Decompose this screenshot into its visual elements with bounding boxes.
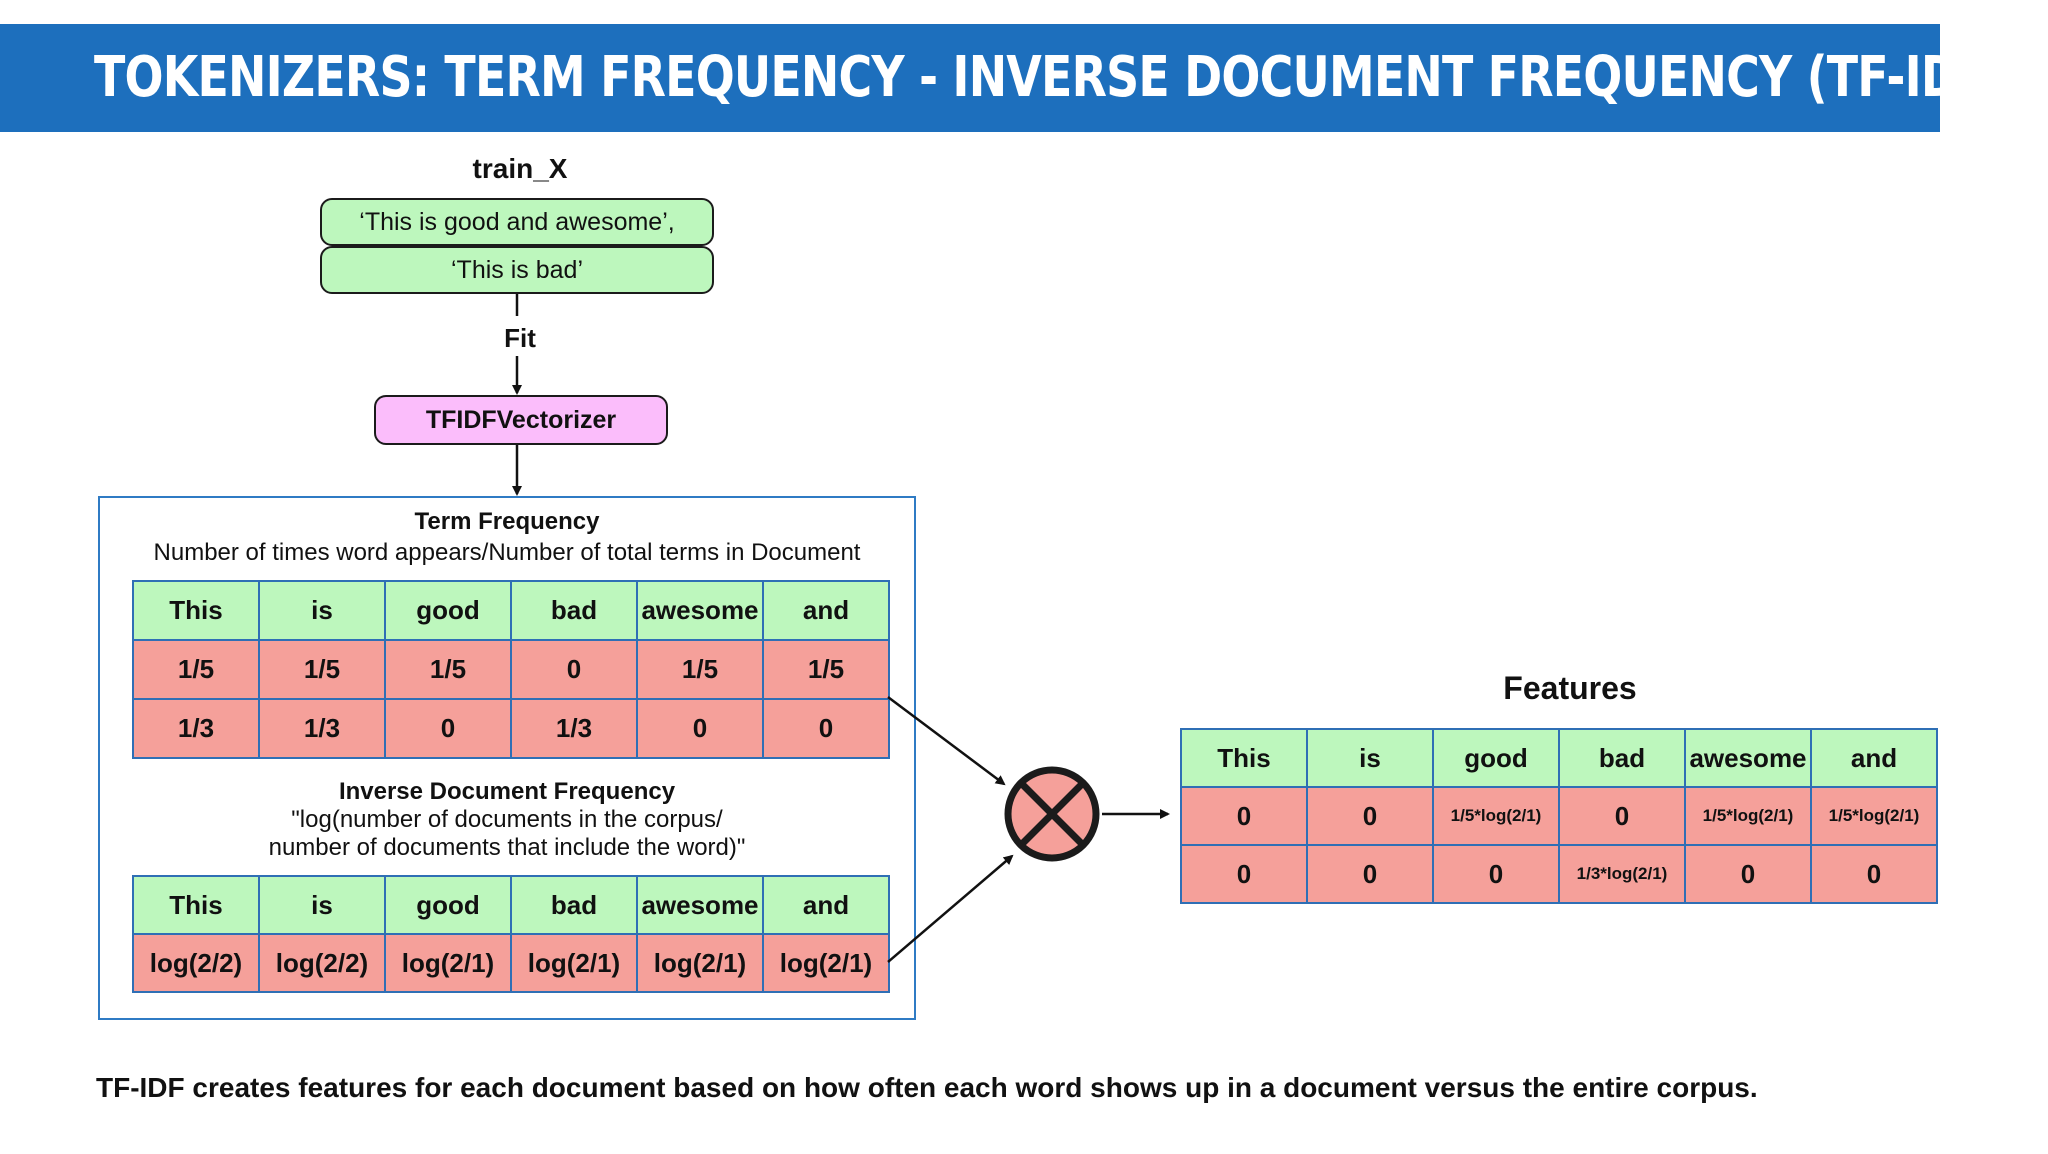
features-cell: 1/5*log(2/1) bbox=[1684, 786, 1812, 846]
features-header-cell: good bbox=[1432, 728, 1560, 788]
tf-cell: 1/5 bbox=[384, 639, 512, 700]
features-cell: 1/5*log(2/1) bbox=[1432, 786, 1560, 846]
tf-row: 1/5 1/5 1/5 0 1/5 1/5 bbox=[132, 639, 890, 700]
features-row: 0 0 0 1/3*log(2/1) 0 0 bbox=[1180, 844, 1938, 904]
tf-row: 1/3 1/3 0 1/3 0 0 bbox=[132, 698, 890, 759]
idf-cell: log(2/1) bbox=[510, 933, 638, 993]
features-header-cell: This bbox=[1180, 728, 1308, 788]
tf-cell: 1/5 bbox=[762, 639, 890, 700]
circled-times-icon bbox=[1004, 766, 1100, 862]
tf-cell: 0 bbox=[384, 698, 512, 759]
idf-title: Inverse Document Frequency bbox=[338, 778, 676, 805]
idf-formula-line-1: "log(number of documents in the corpus/ bbox=[291, 806, 723, 833]
idf-header-cell: awesome bbox=[636, 875, 764, 935]
title-bar: TOKENIZERS: TERM FREQUENCY - INVERSE DOC… bbox=[0, 24, 2010, 132]
idf-formula-line-2: number of documents that include the wor… bbox=[268, 834, 746, 861]
fit-label: Fit bbox=[504, 323, 536, 353]
tf-cell: 1/3 bbox=[132, 698, 260, 759]
features-row: 0 0 1/5*log(2/1) 0 1/5*log(2/1) 1/5*log(… bbox=[1180, 786, 1938, 846]
features-cell: 0 bbox=[1306, 786, 1434, 846]
tf-header-cell: and bbox=[762, 580, 890, 641]
page-title: TOKENIZERS: TERM FREQUENCY - INVERSE DOC… bbox=[94, 45, 2010, 110]
train-x-label: train_X bbox=[472, 153, 568, 184]
tf-cell: 1/3 bbox=[258, 698, 386, 759]
idf-header-cell: good bbox=[384, 875, 512, 935]
tf-description: Number of times word appears/Number of t… bbox=[153, 539, 861, 566]
tf-cell: 1/5 bbox=[132, 639, 260, 700]
features-table: This is good bad awesome and 0 0 1/5*log… bbox=[1180, 728, 1938, 904]
tf-cell: 1/5 bbox=[258, 639, 386, 700]
idf-cell: log(2/2) bbox=[258, 933, 386, 993]
features-cell: 0 bbox=[1180, 786, 1308, 846]
tf-table: This is good bad awesome and 1/5 1/5 1/5… bbox=[132, 580, 890, 759]
features-header-row: This is good bad awesome and bbox=[1180, 728, 1938, 788]
features-cell: 0 bbox=[1306, 844, 1434, 904]
idf-cell: log(2/1) bbox=[636, 933, 764, 993]
tf-cell: 1/5 bbox=[636, 639, 764, 700]
tf-header-cell: good bbox=[384, 580, 512, 641]
tf-cell: 0 bbox=[510, 639, 638, 700]
idf-cell: log(2/2) bbox=[132, 933, 260, 993]
tf-header-cell: awesome bbox=[636, 580, 764, 641]
features-cell: 1/5*log(2/1) bbox=[1810, 786, 1938, 846]
idf-cell: log(2/1) bbox=[384, 933, 512, 993]
idf-header-cell: bad bbox=[510, 875, 638, 935]
features-cell: 0 bbox=[1180, 844, 1308, 904]
idf-table: This is good bad awesome and log(2/2) lo… bbox=[132, 875, 890, 993]
tf-cell: 0 bbox=[636, 698, 764, 759]
features-header-cell: is bbox=[1306, 728, 1434, 788]
idf-row: log(2/2) log(2/2) log(2/1) log(2/1) log(… bbox=[132, 933, 890, 993]
tf-title: Term Frequency bbox=[414, 508, 600, 535]
tf-cell: 0 bbox=[762, 698, 890, 759]
features-header-cell: bad bbox=[1558, 728, 1686, 788]
idf-header-cell: and bbox=[762, 875, 890, 935]
tf-cell: 1/3 bbox=[510, 698, 638, 759]
idf-header-cell: This bbox=[132, 875, 260, 935]
idf-header-cell: is bbox=[258, 875, 386, 935]
tfidf-vectorizer-box: TFIDFVectorizer bbox=[374, 395, 668, 445]
features-cell: 0 bbox=[1558, 786, 1686, 846]
train-doc-1: ‘This is good and awesome’, bbox=[320, 198, 714, 246]
features-cell: 0 bbox=[1810, 844, 1938, 904]
tf-header-cell: is bbox=[258, 580, 386, 641]
tf-header-cell: bad bbox=[510, 580, 638, 641]
features-header-cell: and bbox=[1810, 728, 1938, 788]
caption: TF-IDF creates features for each documen… bbox=[96, 1072, 1758, 1103]
idf-header-row: This is good bad awesome and bbox=[132, 875, 890, 935]
features-cell: 0 bbox=[1432, 844, 1560, 904]
features-cell: 1/3*log(2/1) bbox=[1558, 844, 1686, 904]
features-cell: 0 bbox=[1684, 844, 1812, 904]
train-doc-2: ‘This is bad’ bbox=[320, 246, 714, 294]
tf-header-row: This is good bad awesome and bbox=[132, 580, 890, 641]
features-title: Features bbox=[1503, 670, 1637, 706]
idf-cell: log(2/1) bbox=[762, 933, 890, 993]
features-header-cell: awesome bbox=[1684, 728, 1812, 788]
tf-header-cell: This bbox=[132, 580, 260, 641]
